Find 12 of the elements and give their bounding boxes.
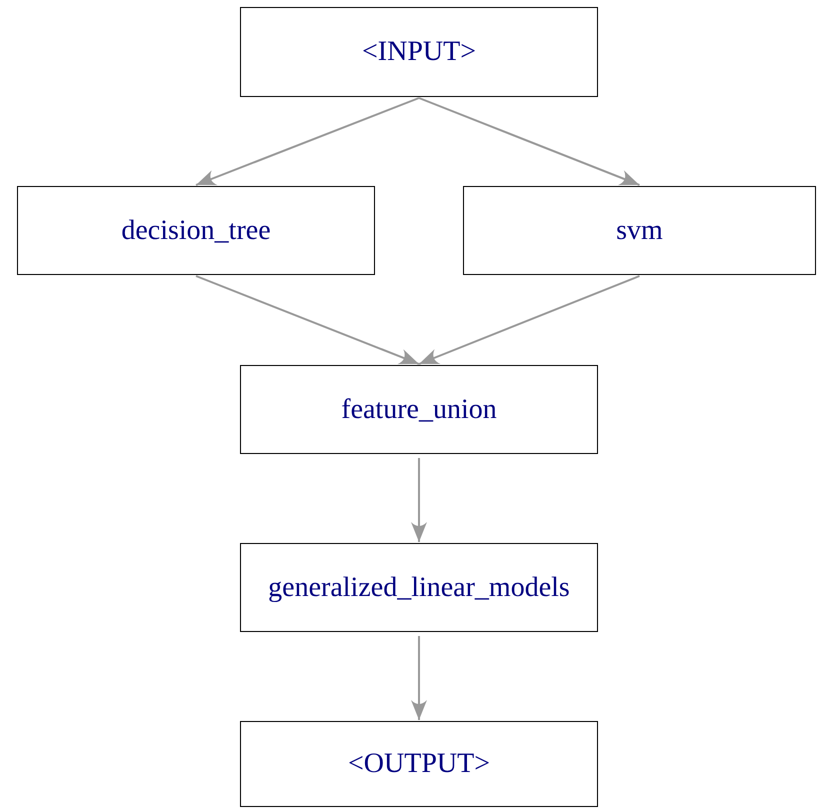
process-box <box>17 186 375 275</box>
process-box <box>240 543 598 632</box>
node-label: generalized_linear_models <box>268 572 570 604</box>
node-label: decision_tree <box>121 214 271 246</box>
process-box <box>240 721 598 807</box>
node-label: feature_union <box>341 394 497 426</box>
node-label: svm <box>616 214 663 246</box>
process-box <box>240 365 598 454</box>
process-box <box>240 7 598 97</box>
node-label: <OUTPUT> <box>348 748 490 780</box>
process-box <box>463 186 816 275</box>
node-label: <INPUT> <box>362 36 476 68</box>
